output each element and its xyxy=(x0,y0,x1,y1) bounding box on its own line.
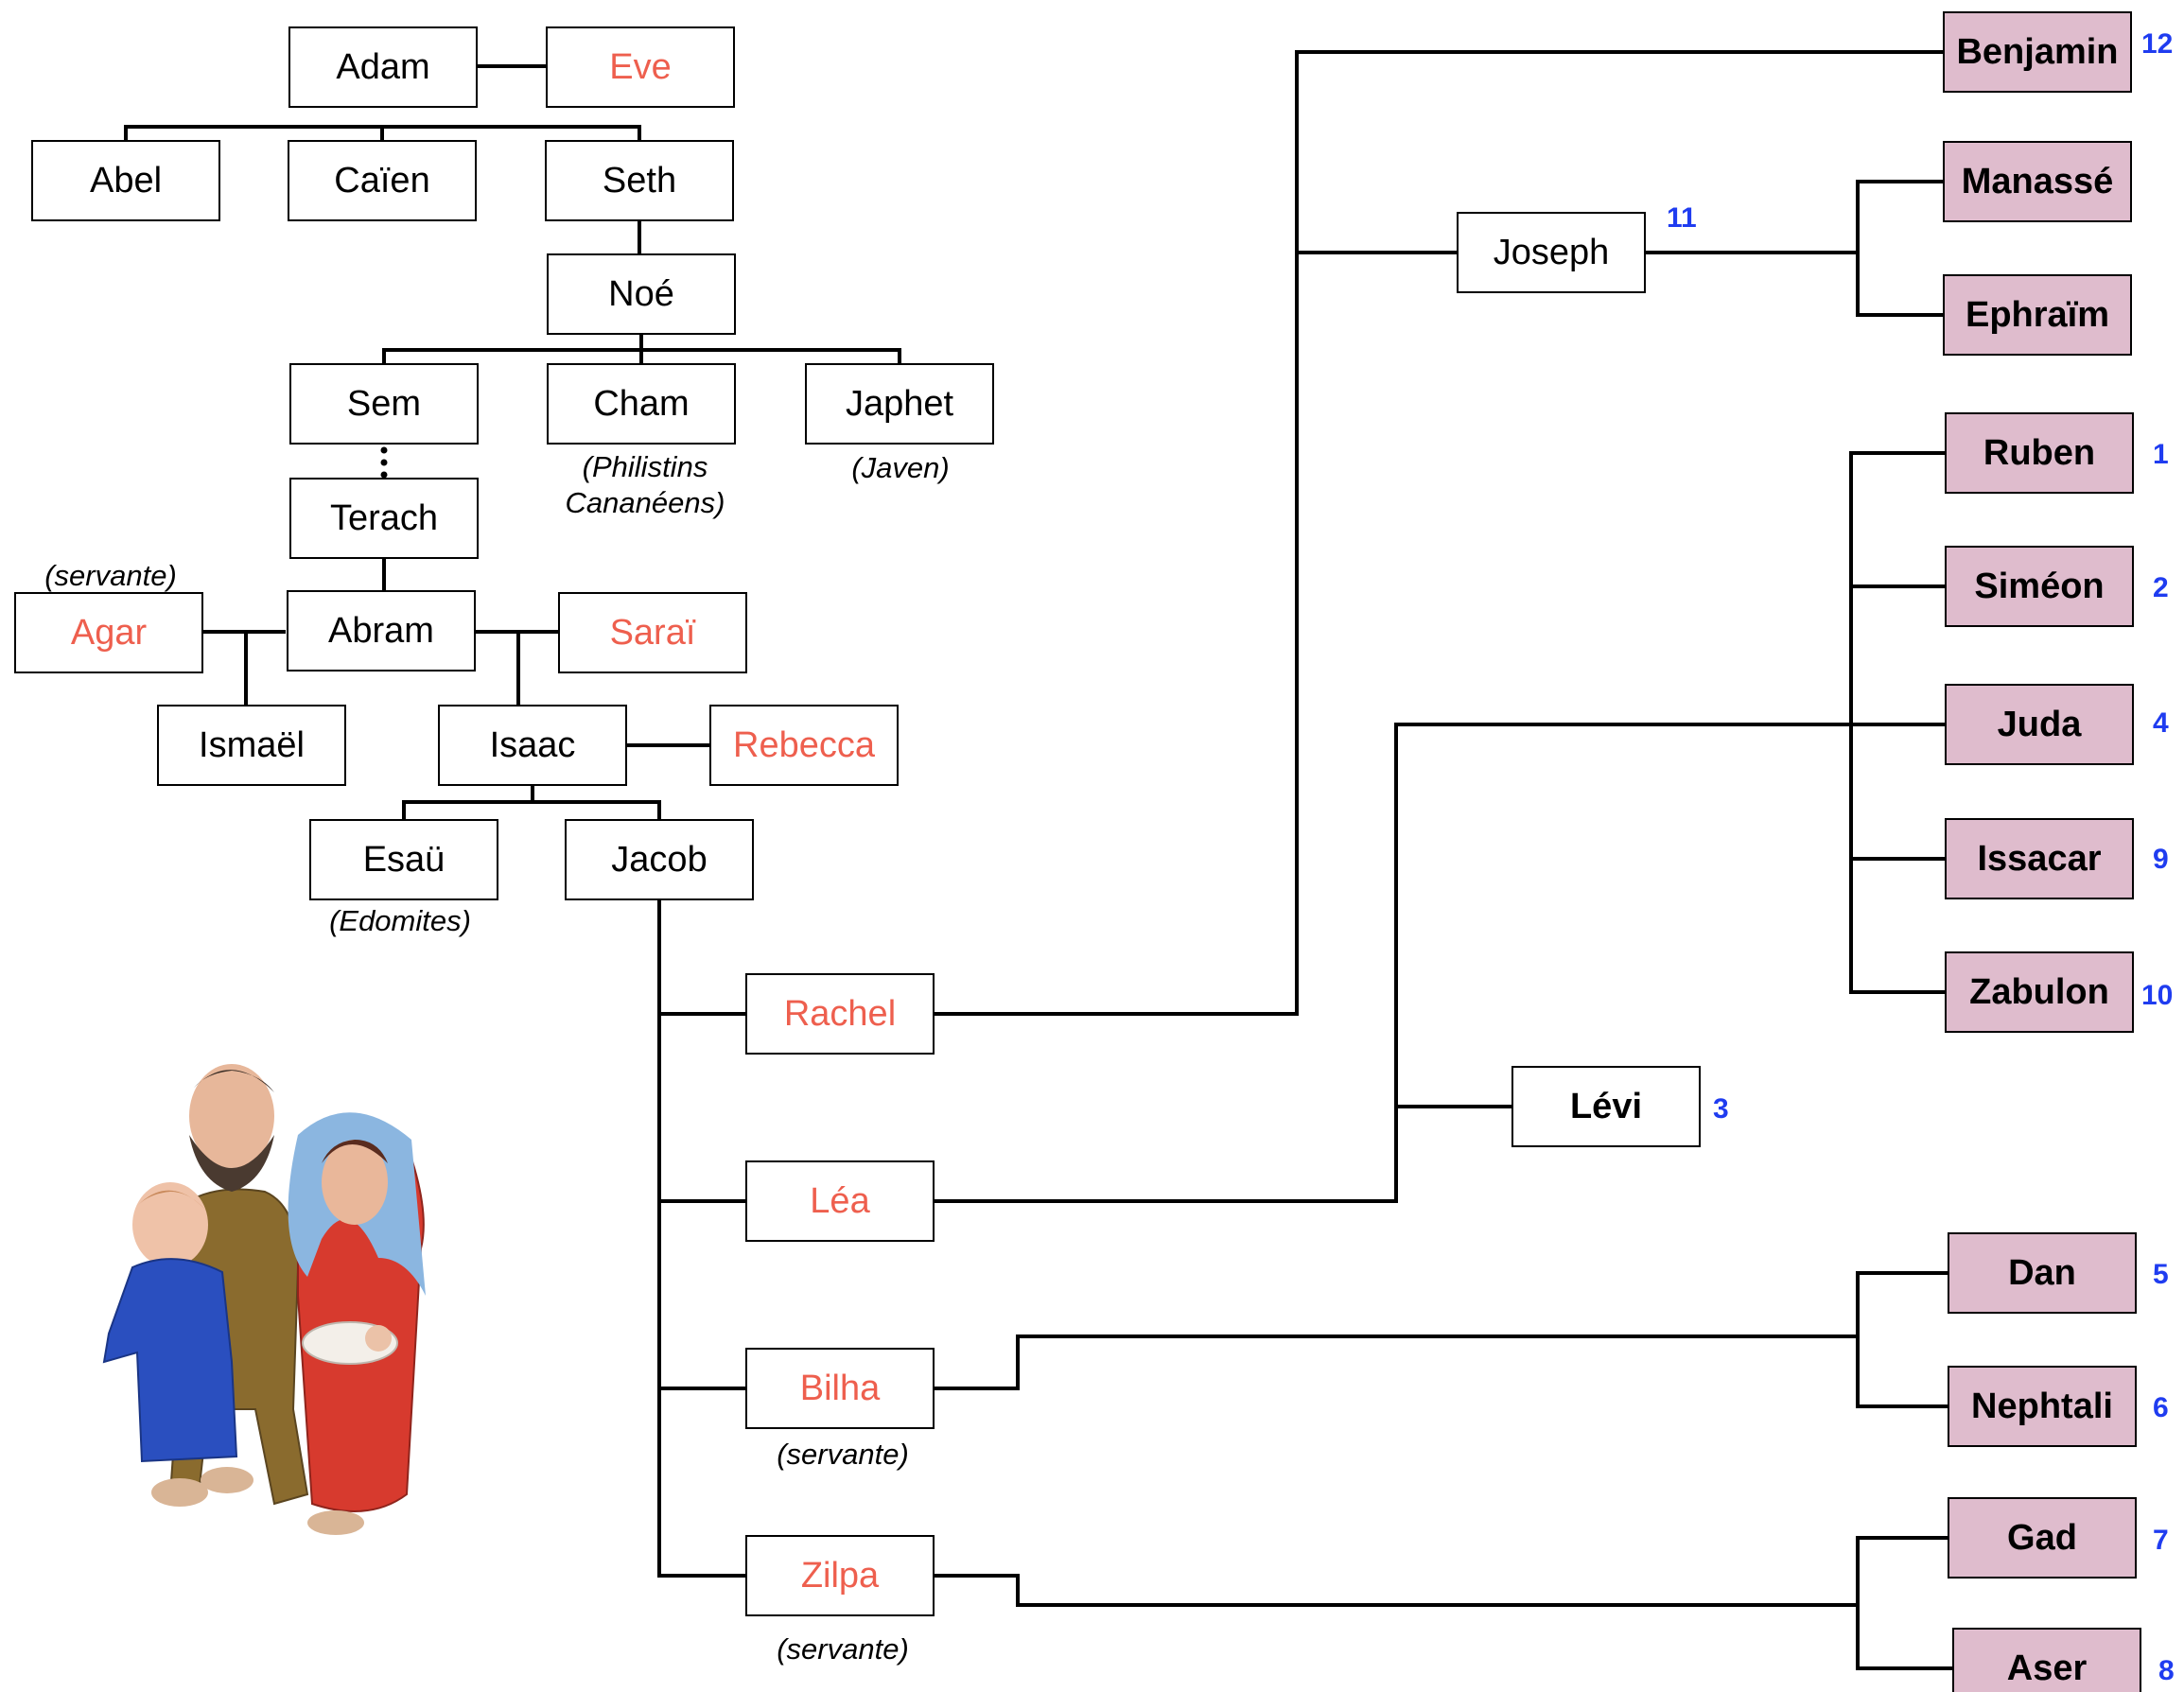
tribe-gad: Gad xyxy=(1948,1497,2137,1579)
node-abel: Abel xyxy=(31,140,220,221)
number-nephtali: 6 xyxy=(2153,1392,2169,1423)
number-joseph: 11 xyxy=(1667,202,1697,234)
note-zilpa: (servante) xyxy=(777,1632,909,1666)
node-seth: Seth xyxy=(545,140,734,221)
node-ismael: Ismaël xyxy=(157,705,346,786)
node-caien: Caïen xyxy=(288,140,477,221)
tribe-ruben: Ruben xyxy=(1945,412,2134,494)
note-bilha: (servante) xyxy=(777,1438,909,1471)
node-sem: Sem xyxy=(289,363,479,445)
tribe-nephtali: Nephtali xyxy=(1948,1366,2137,1447)
node-jacob: Jacob xyxy=(565,819,754,900)
node-japhet: Japhet xyxy=(805,363,994,445)
number-simeon: 2 xyxy=(2153,572,2169,603)
tribe-ephraim: Ephraïm xyxy=(1943,274,2132,356)
node-agar: Agar xyxy=(14,592,203,673)
node-joseph: Joseph xyxy=(1457,212,1646,293)
number-gad: 7 xyxy=(2153,1525,2169,1556)
node-cham: Cham xyxy=(547,363,736,445)
node-terach: Terach xyxy=(289,478,479,559)
node-zilpa: Zilpa xyxy=(745,1535,935,1616)
node-bilha: Bilha xyxy=(745,1348,935,1429)
node-abram: Abram xyxy=(287,590,476,672)
node-isaac: Isaac xyxy=(438,705,627,786)
number-dan: 5 xyxy=(2153,1259,2169,1290)
tribe-issacar: Issacar xyxy=(1945,818,2134,899)
note-cham-line2: Cananéens) xyxy=(565,486,725,519)
note-esau: (Edomites) xyxy=(329,904,471,937)
node-sarai: Saraï xyxy=(558,592,747,673)
node-noe: Noé xyxy=(547,253,736,335)
node-rebecca: Rebecca xyxy=(709,705,899,786)
note-japhet: (Javen) xyxy=(851,451,950,484)
tribe-benjamin: Benjamin xyxy=(1943,11,2132,93)
number-aser: 8 xyxy=(2158,1655,2175,1686)
number-levi: 3 xyxy=(1713,1093,1729,1125)
node-esau: Esaü xyxy=(309,819,498,900)
number-ruben: 1 xyxy=(2153,439,2169,470)
holy-family-figurines-image xyxy=(102,1064,426,1535)
number-zabulon: 10 xyxy=(2141,980,2174,1011)
number-benjamin: 12 xyxy=(2141,28,2174,60)
tribe-juda: Juda xyxy=(1945,684,2134,765)
node-lea: Léa xyxy=(745,1160,935,1242)
number-issacar: 9 xyxy=(2153,844,2169,875)
note-agar: (servante) xyxy=(44,559,177,592)
tribe-zabulon: Zabulon xyxy=(1945,951,2134,1033)
tribe-manasse: Manassé xyxy=(1943,141,2132,222)
note-cham-line1: (Philistins xyxy=(582,450,708,483)
node-levi: Lévi xyxy=(1511,1066,1701,1147)
number-juda: 4 xyxy=(2153,707,2169,739)
tribe-simeon: Siméon xyxy=(1945,546,2134,627)
node-rachel: Rachel xyxy=(745,973,935,1055)
node-adam: Adam xyxy=(288,26,478,108)
tribe-dan: Dan xyxy=(1948,1232,2137,1314)
tribe-aser: Aser xyxy=(1952,1628,2141,1692)
node-eve: Eve xyxy=(546,26,735,108)
